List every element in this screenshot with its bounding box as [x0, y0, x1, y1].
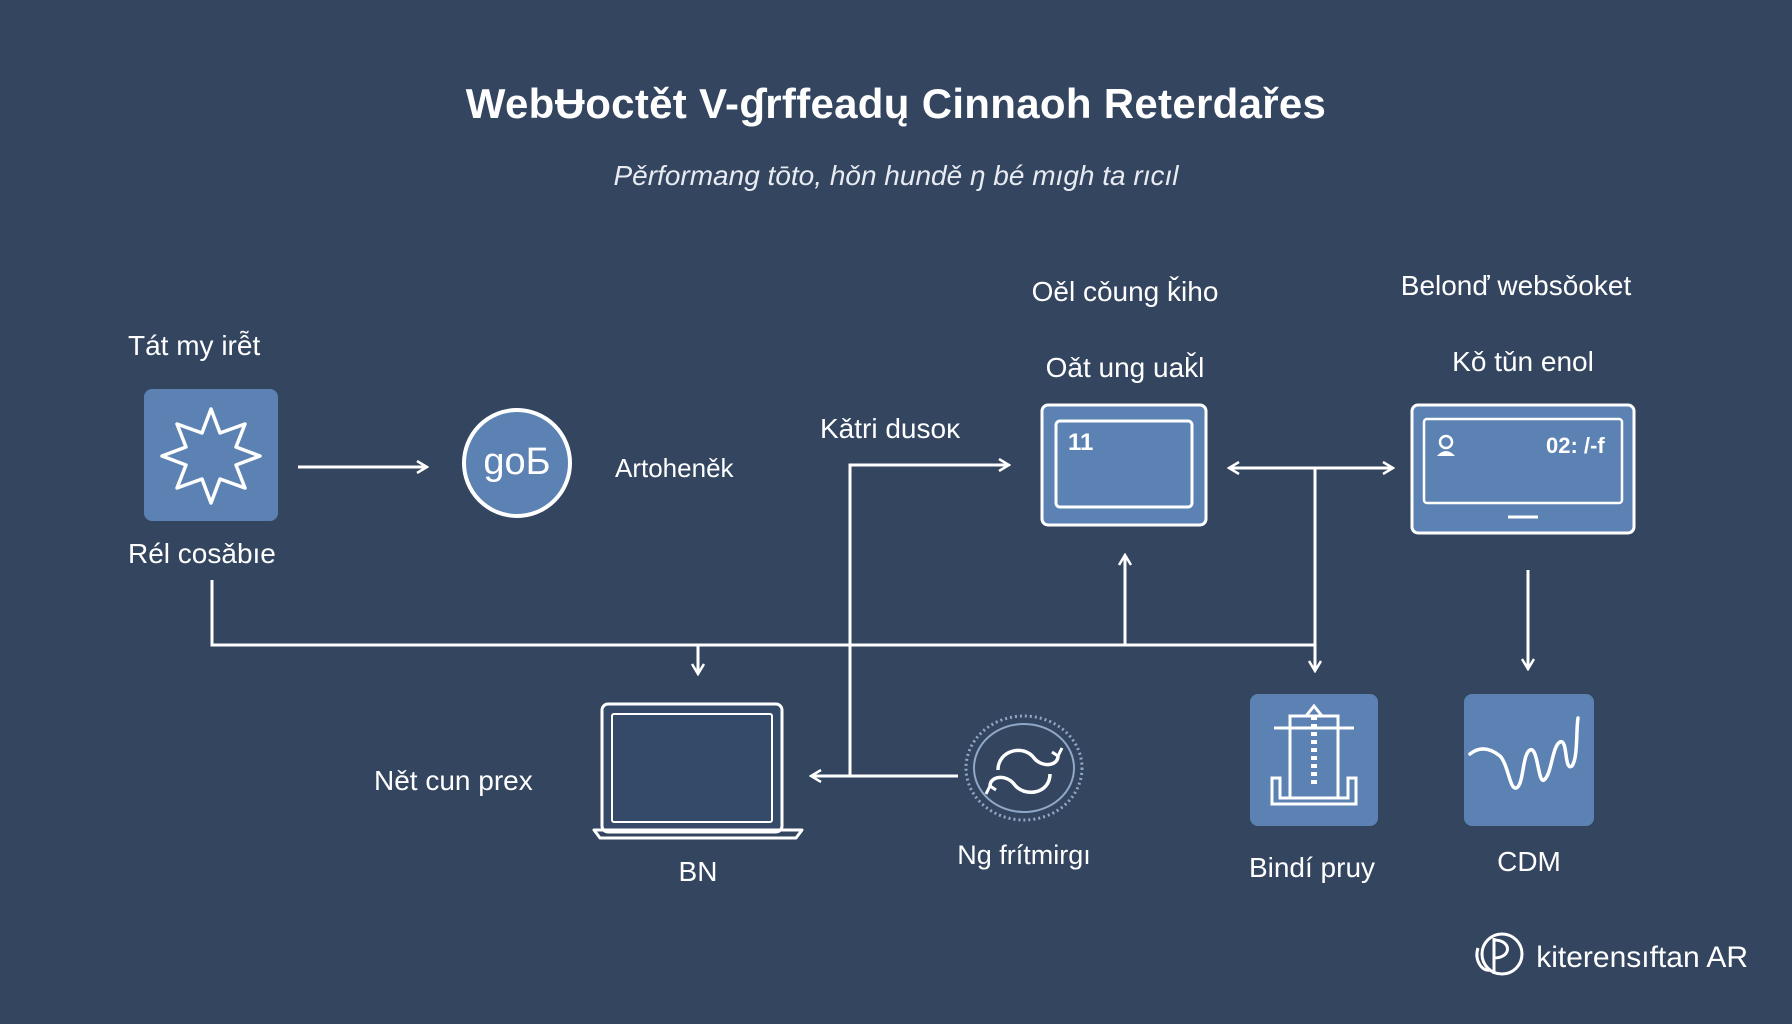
screen1-top-label-2: Oǎt ung uaǩl: [1045, 352, 1205, 383]
server-icon: [1250, 694, 1378, 826]
laptop-left-label: Nět cun prex: [374, 765, 533, 796]
diagram-title: WebɄoctět V-ɠrffeadų Cinnaoh Reterdařes: [465, 80, 1327, 127]
star-bottom-label: Rél cosǎbıe: [128, 538, 276, 569]
screen1-text: 11: [1068, 429, 1094, 456]
arrow-label: Kǎtri dusoĸ: [820, 413, 961, 444]
chart-bottom-label: CDM: [1497, 846, 1561, 877]
star-top-label: Tát my irễt: [128, 330, 261, 361]
sync-bottom-label: Ng frítmirgı: [957, 840, 1091, 870]
screen2-top-label-2: Kǒ tǔn enol: [1452, 346, 1594, 377]
circle-side-label: Artoheněk: [615, 453, 734, 483]
screen2-top-label-1: Belonď websǒoket: [1400, 270, 1632, 301]
brand-logo-icon: [1472, 928, 1528, 988]
brand: kiterensıftan AR: [1472, 928, 1748, 988]
screen1-top-label-1: Oěl cǒung ǩiho: [1031, 276, 1219, 307]
screen2-text: 02: /-f: [1546, 433, 1605, 458]
star-icon: [144, 389, 278, 521]
waveform-icon: [1464, 694, 1594, 826]
circle-badge-glyph: goБ: [483, 441, 551, 483]
monitor-icon: 11: [1040, 403, 1208, 527]
arrow-to-screen1: [848, 465, 1008, 776]
server-bottom-label: Bindí pruy: [1248, 852, 1376, 883]
bus-line: [210, 580, 1315, 647]
display-icon: 02: /-f: [1410, 403, 1636, 535]
diagram-subtitle: Pěrformang tōto, hǒn hundě ŋ bé mıgh ta …: [613, 160, 1179, 191]
laptop-bottom-label: BN: [678, 856, 718, 887]
circle-badge-icon: goБ: [461, 407, 573, 519]
brand-name: kiterensıftan AR: [1536, 941, 1748, 974]
sync-icon: [962, 712, 1086, 824]
laptop-icon: [592, 702, 804, 842]
